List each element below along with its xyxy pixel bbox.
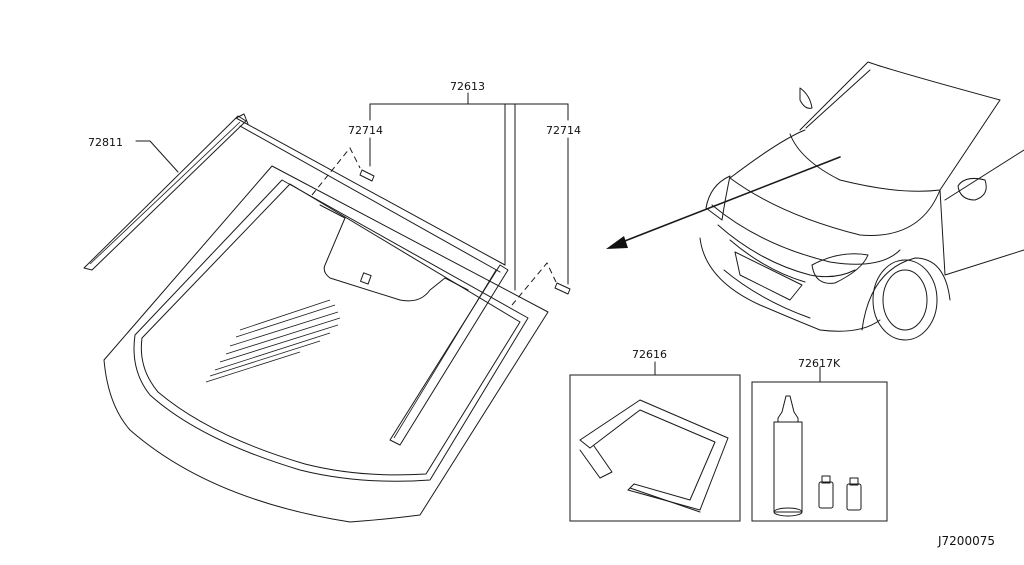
label-72617k: 72617K — [798, 357, 841, 370]
clip-right[interactable] — [511, 262, 571, 306]
windshield-glass[interactable] — [103, 165, 549, 523]
direction-arrow — [606, 156, 841, 249]
label-72811: 72811 — [88, 136, 123, 149]
side-moulding-right[interactable] — [389, 264, 509, 446]
adhesive-kit-box[interactable] — [751, 381, 888, 522]
clip-left[interactable] — [311, 147, 375, 196]
vehicle-front-view — [699, 61, 1024, 341]
top-moulding[interactable] — [235, 113, 506, 273]
label-72616: 72616 — [632, 348, 667, 361]
label-72714-right: 72714 — [546, 124, 581, 137]
label-72714-left: 72714 — [348, 124, 383, 137]
side-moulding-left[interactable] — [83, 115, 247, 271]
dam-rubber-kit-box[interactable] — [569, 374, 741, 522]
label-72613: 72613 — [450, 80, 485, 93]
diagram-code: J7200075 — [937, 534, 995, 548]
reflection-hatch — [205, 299, 341, 383]
leader-lines — [135, 92, 821, 383]
